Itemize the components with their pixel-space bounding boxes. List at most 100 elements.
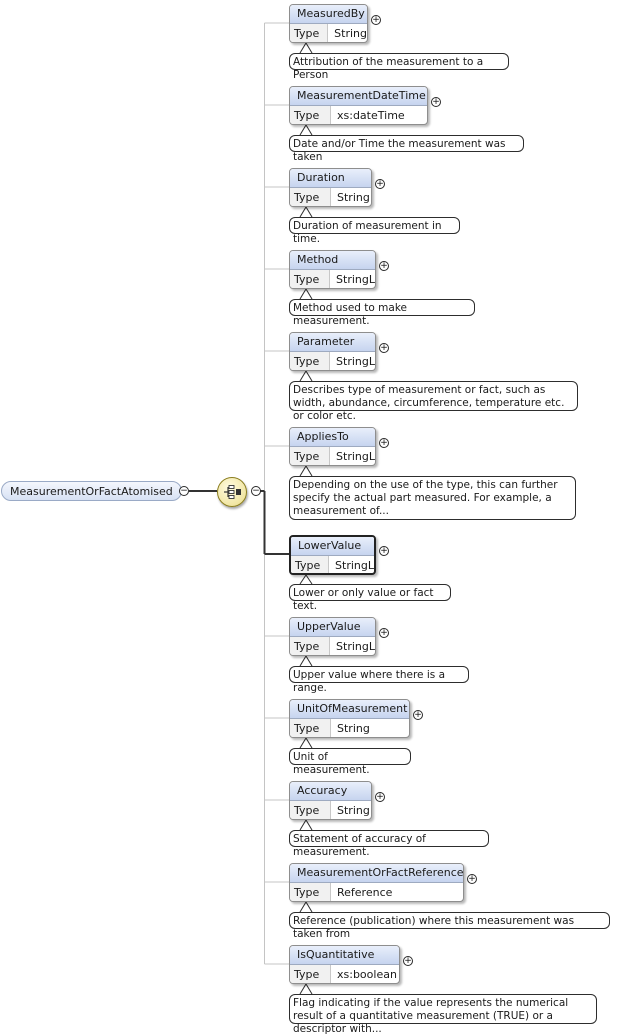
annotation-notch-line [299,819,307,831]
annotation-accuracy: Statement of accuracy of measurement. [289,830,489,858]
type-key-label: Type [290,965,331,983]
expand-measurement-date-time-icon[interactable]: + [431,97,441,107]
annotation-notch-line [299,655,307,667]
type-value: xs:boolean [337,968,397,981]
expand-upper-value-icon[interactable]: + [379,628,389,638]
type-key-label: Type [290,801,331,819]
annotation-method: Method used to make measurement. [289,299,475,327]
annotation-upper-value: Upper value where there is a range. [289,666,469,694]
expand-measured-by-icon[interactable]: + [371,15,381,25]
element-name: Method [290,251,375,270]
type-value: String [337,804,370,817]
element-name: UnitOfMeasurement [290,700,409,719]
type-value: Reference [337,886,393,899]
type-value: StringL [336,640,375,653]
type-value: StringL [335,559,374,572]
annotation-notch-line [305,288,313,300]
annotation-applies-to: Depending on the use of the type, this c… [289,476,576,520]
root-element-measurementorfactatomised[interactable]: MeasurementOrFactAtomised [1,481,182,501]
annotation-measured-by: Attribution of the measurement to a Pers… [289,53,509,81]
annotation-measurement-or-fact-reference: Reference (publication) where this measu… [289,912,610,940]
annotation-notch-line [299,206,307,218]
element-name: UpperValue [290,618,375,637]
annotation-notch-line [299,124,307,136]
annotation-unit-of-measurement: Unit of measurement. [289,748,411,776]
annotation-measurement-date-time: Date and/or Time the measurement was tak… [289,135,524,163]
element-name: LowerValue [291,537,374,556]
element-name: AppliesTo [290,428,375,447]
type-value: StringL [336,450,375,463]
annotation-notch-line [305,574,313,585]
type-key-label: Type [290,24,329,42]
element-name: MeasuredBy [290,5,367,24]
type-key-label: Type [290,352,331,370]
type-value: String [334,27,367,40]
sequence-icon [224,485,241,499]
type-value: xs:dateTime [337,109,405,122]
element-name: MeasurementDateTime [290,87,427,106]
annotation-lower-value: Lower or only value or fact text. [289,584,451,612]
root-collapse-icon[interactable]: − [179,486,189,496]
annotation-duration: Duration of measurement in time. [289,217,460,245]
annotation-notch-line [299,288,307,300]
annotation-notch-line [305,901,313,913]
annotation-notch-line [299,901,307,913]
element-name: Parameter [290,333,375,352]
type-value: String [337,722,370,735]
type-value: String [337,191,370,204]
type-key-label: Type [290,106,331,124]
expand-accuracy-icon[interactable]: + [375,792,385,802]
type-key-label: Type [290,637,331,655]
expand-is-quantitative-icon[interactable]: + [403,956,413,966]
expand-applies-to-icon[interactable]: + [379,438,389,448]
annotation-notch-line [305,124,313,136]
expand-duration-icon[interactable]: + [375,179,385,189]
expand-unit-of-measurement-icon[interactable]: + [413,710,423,720]
expand-lower-value-icon[interactable]: + [379,546,389,556]
expand-measurement-or-fact-reference-icon[interactable]: + [467,874,477,884]
sequence-compositor[interactable] [217,477,247,507]
type-key-label: Type [290,447,331,465]
element-name: Accuracy [290,782,371,801]
annotation-notch-line [305,206,313,218]
type-value: StringL [336,273,375,286]
annotation-notch-line [305,370,313,382]
annotation-notch-line [299,574,307,585]
annotation-notch-line [305,465,313,477]
sequence-collapse-icon[interactable]: − [251,486,261,496]
element-name: IsQuantitative [290,946,399,965]
element-name: MeasurementOrFactReference [290,864,463,883]
annotation-notch-line [305,655,313,667]
annotation-is-quantitative: Flag indicating if the value represents … [289,994,597,1035]
root-element-label: MeasurementOrFactAtomised [10,485,173,498]
type-value: StringL [336,355,375,368]
type-key-label: Type [290,270,331,288]
annotation-notch-line [299,465,307,477]
annotation-notch-line [305,42,313,54]
annotation-notch-line [305,737,313,749]
element-name: Duration [290,169,371,188]
annotation-notch-line [299,370,307,382]
annotation-notch-line [305,983,313,995]
annotation-parameter: Describes type of measurement or fact, s… [289,381,578,422]
annotation-notch-line [299,737,307,749]
expand-parameter-icon[interactable]: + [379,343,389,353]
type-key-label: Type [291,556,330,573]
type-key-label: Type [290,719,331,737]
expand-method-icon[interactable]: + [379,261,389,271]
annotation-notch-line [299,983,307,995]
type-key-label: Type [290,188,331,206]
